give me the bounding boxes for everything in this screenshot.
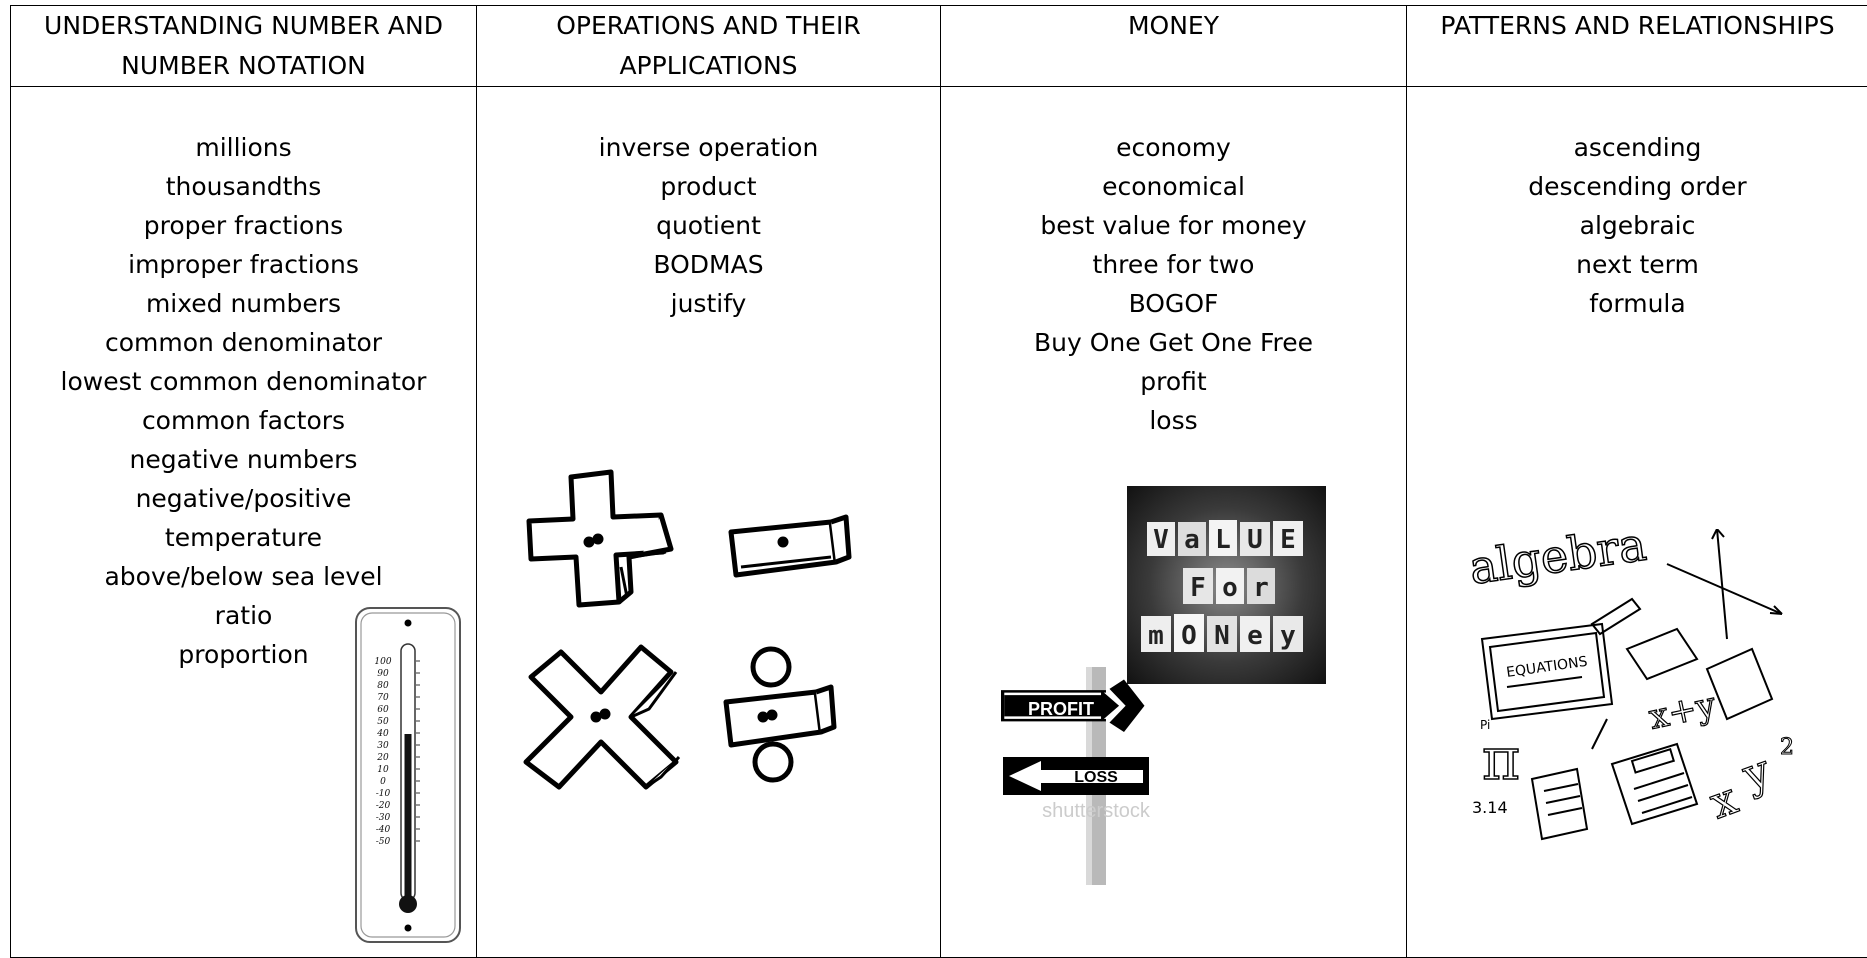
svg-text:e: e [1247,621,1263,651]
scale-label: 40 [376,729,389,739]
word-item: BODMAS [477,245,940,284]
word-item: negative/positive [11,479,476,518]
svg-text:N: N [1214,621,1230,651]
word-item: temperature [11,518,476,557]
scale-label: 60 [377,705,389,715]
word-item: Buy One Get One Free [941,323,1406,362]
algebra-word: algebra [1466,529,1649,595]
word-item: next term [1407,245,1867,284]
value-for-money-image: V a L U E F o r m O N e y [1127,486,1326,684]
column-patterns: ascending descending order algebraic nex… [1407,87,1867,958]
svg-text:m: m [1148,621,1164,651]
svg-text:x+y: x+y [1646,685,1721,738]
word-item: justify [477,284,940,323]
word-item: three for two [941,245,1406,284]
word-list-patterns: ascending descending order algebraic nex… [1407,128,1867,323]
word-item: above/below sea level [11,557,476,596]
word-item: quotient [477,206,940,245]
column-number-notation: millions thousandths proper fractions im… [11,87,477,958]
word-item: BOGOF [941,284,1406,323]
word-item: formula [1407,284,1867,323]
content-row: millions thousandths proper fractions im… [11,87,1867,958]
scale-label: 70 [377,693,389,703]
pi-icon: π [1482,725,1520,793]
column-operations: inverse operation product quotient BODMA… [477,87,941,958]
word-item: common denominator [11,323,476,362]
svg-text:2: 2 [1780,735,1794,760]
word-item: thousandths [11,167,476,206]
header-row: UNDERSTANDING NUMBER AND NUMBER NOTATION… [11,6,1867,87]
scale-label: -40 [376,825,391,835]
word-item: improper fractions [11,245,476,284]
algebra-doodle-image: algebra EQUATIONS Pi [1462,529,1822,859]
svg-text:U: U [1247,525,1263,555]
word-item: proper fractions [11,206,476,245]
svg-text:O: O [1181,621,1197,651]
word-item: loss [941,401,1406,440]
svg-text:L: L [1215,525,1231,555]
svg-text:y: y [1735,745,1777,802]
svg-text:V: V [1153,525,1169,555]
word-item: algebraic [1407,206,1867,245]
word-item: common factors [11,401,476,440]
word-item: economical [941,167,1406,206]
word-item: inverse operation [477,128,940,167]
scale-label: 30 [377,741,389,751]
svg-text:F: F [1190,573,1206,603]
scale-label: 90 [377,669,389,679]
svg-text:y: y [1280,621,1296,651]
word-item: mixed numbers [11,284,476,323]
scale-label: -30 [376,813,391,823]
plus-icon [529,472,671,605]
svg-text:r: r [1253,573,1269,603]
profit-loss-sign-image: PROFIT LOSS shutterstock [1001,667,1221,885]
word-list-number: millions thousandths proper fractions im… [11,128,476,674]
watermark-text: shutterstock [1042,800,1151,822]
thermometer-image: 100 90 80 70 60 50 40 30 20 10 0 -10 -20… [354,606,464,946]
svg-text:o: o [1222,573,1238,603]
word-item: negative numbers [11,440,476,479]
word-item: best value for money [941,206,1406,245]
word-item: millions [11,128,476,167]
svg-text:a: a [1184,525,1200,555]
scale-label: -50 [376,837,391,847]
divide-icon [726,649,834,780]
word-list-money: economy economical best value for money … [941,128,1406,440]
profit-sign-label: PROFIT [1028,699,1094,719]
heading-number-notation: UNDERSTANDING NUMBER AND NUMBER NOTATION [11,6,477,87]
times-icon [526,647,679,787]
svg-text:3.14: 3.14 [1472,798,1508,817]
scale-label: -20 [376,801,391,811]
word-item: economy [941,128,1406,167]
heading-operations: OPERATIONS AND THEIR APPLICATIONS [477,6,941,87]
scale-label: 80 [377,681,389,691]
word-item: ascending [1407,128,1867,167]
scale-label: 0 [380,777,386,787]
word-item: descending order [1407,167,1867,206]
svg-text:E: E [1280,525,1296,555]
heading-money: MONEY [941,6,1407,87]
scale-label: 20 [376,753,389,763]
word-item: profit [941,362,1406,401]
scale-label: 100 [374,657,391,667]
svg-text:x: x [1703,773,1744,829]
scale-label: 10 [377,765,389,775]
word-item: product [477,167,940,206]
scale-label: 50 [377,717,389,727]
vocabulary-table: UNDERSTANDING NUMBER AND NUMBER NOTATION… [10,5,1867,958]
heading-patterns: PATTERNS AND RELATIONSHIPS [1407,6,1867,87]
minus-icon [731,517,849,575]
loss-sign-label: LOSS [1074,769,1118,786]
scale-label: -10 [376,789,391,799]
column-money: economy economical best value for money … [941,87,1407,958]
word-list-operations: inverse operation product quotient BODMA… [477,128,940,323]
operation-symbols-image [501,417,891,837]
word-item: lowest common denominator [11,362,476,401]
